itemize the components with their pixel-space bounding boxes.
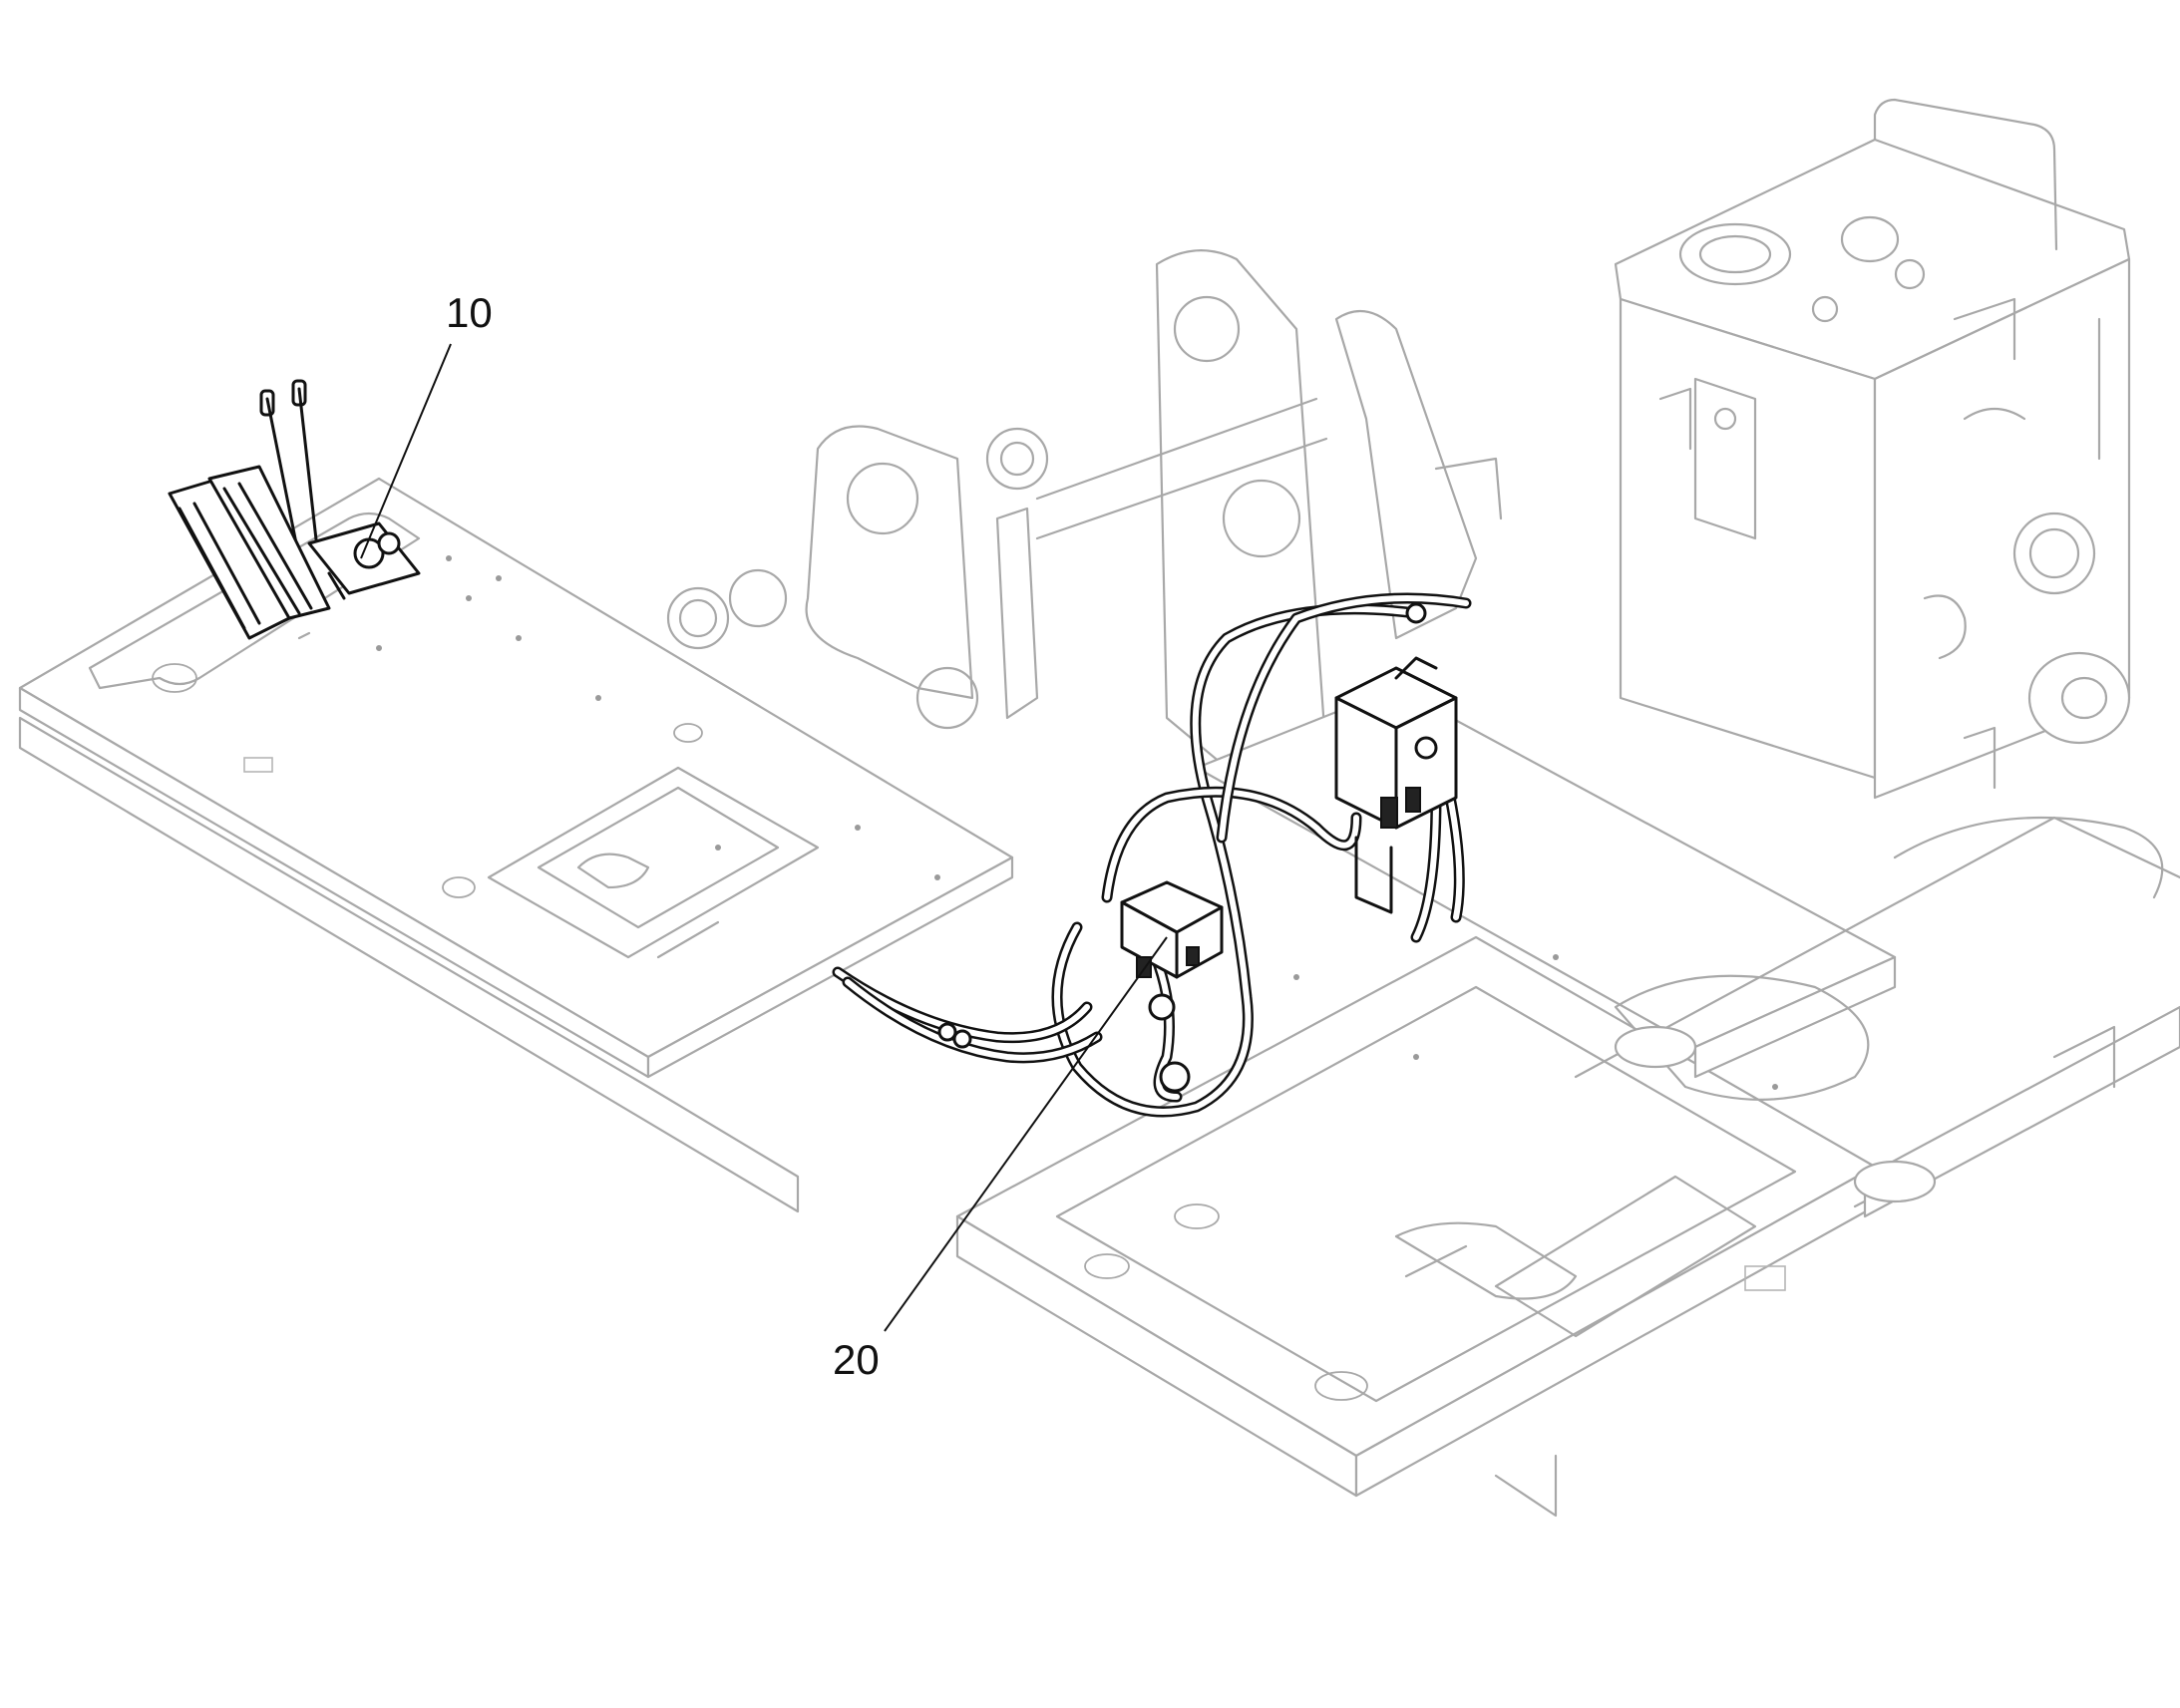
callout-10-label: 10 bbox=[446, 289, 493, 336]
ghosted-context-parts bbox=[18, 98, 2180, 1518]
callout-20-label: 20 bbox=[833, 1336, 880, 1383]
callout-20: 20 bbox=[833, 936, 1168, 1383]
fastener-dots bbox=[376, 555, 1778, 1090]
callout-20-leader bbox=[884, 936, 1168, 1332]
part-10-pedal-assembly bbox=[168, 379, 421, 640]
hydraulic-tank-tower bbox=[1614, 98, 2131, 800]
lower-frame bbox=[18, 686, 2180, 1518]
callout-10: 10 bbox=[360, 289, 493, 559]
callout-10-leader bbox=[360, 343, 452, 559]
part-20-hydraulic-lines bbox=[832, 592, 1472, 1118]
